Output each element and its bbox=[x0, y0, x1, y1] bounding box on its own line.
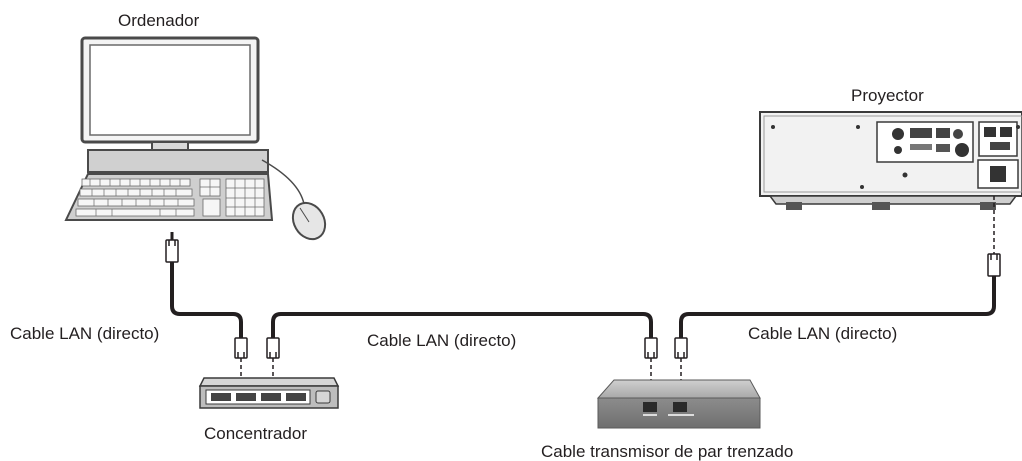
projector-icon bbox=[759, 111, 1022, 210]
lan-plug-icon bbox=[987, 253, 1001, 277]
twisted-pair-transmitter-label: Cable transmisor de par trenzado bbox=[541, 442, 794, 461]
cable-label-middle: Cable LAN (directo) bbox=[367, 331, 517, 350]
twisted-pair-transmitter-icon bbox=[596, 379, 761, 429]
lan-plug-icon bbox=[674, 337, 688, 359]
computer-label: Ordenador bbox=[118, 11, 200, 30]
lan-plug-icon bbox=[266, 337, 280, 359]
hub-icon bbox=[198, 377, 340, 409]
projector-label: Proyector bbox=[851, 86, 924, 105]
cable-label-left: Cable LAN (directo) bbox=[10, 324, 160, 343]
computer-icon bbox=[64, 36, 327, 241]
lan-plug-icon bbox=[644, 337, 658, 359]
hub-label: Concentrador bbox=[204, 424, 308, 443]
lan-plug-icon bbox=[165, 239, 179, 263]
lan-cable-transmitter-projector bbox=[679, 196, 996, 400]
lan-plug-icon bbox=[234, 337, 248, 359]
lan-cable-computer-hub bbox=[170, 232, 243, 388]
cable-label-right: Cable LAN (directo) bbox=[748, 324, 898, 343]
